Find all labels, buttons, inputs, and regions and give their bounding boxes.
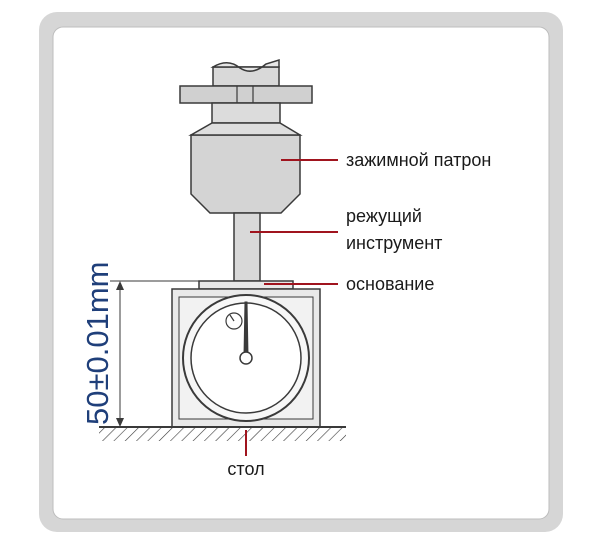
cutting-tool xyxy=(233,212,261,282)
dimension-arrow-bottom xyxy=(116,418,124,427)
dimension-label: 50±0.01mm xyxy=(80,262,115,425)
tool-label-line2: инструмент xyxy=(346,233,442,253)
table-label: стол xyxy=(227,459,264,479)
tool-setter-block xyxy=(171,280,321,428)
chuck-label: зажимной патрон xyxy=(346,150,491,170)
chuck-body xyxy=(190,134,301,214)
dial-needle xyxy=(243,301,249,357)
spindle-top-wave xyxy=(210,58,280,72)
base-label: основание xyxy=(346,274,434,294)
tool-label-line1: режущий xyxy=(346,206,422,226)
spindle-flange xyxy=(179,85,313,104)
dimension-arrow-top xyxy=(116,281,124,290)
table-hatching xyxy=(99,427,346,441)
spindle-neck xyxy=(211,102,281,124)
spindle-chuck xyxy=(179,58,313,214)
dial-needle-hub xyxy=(239,351,253,365)
